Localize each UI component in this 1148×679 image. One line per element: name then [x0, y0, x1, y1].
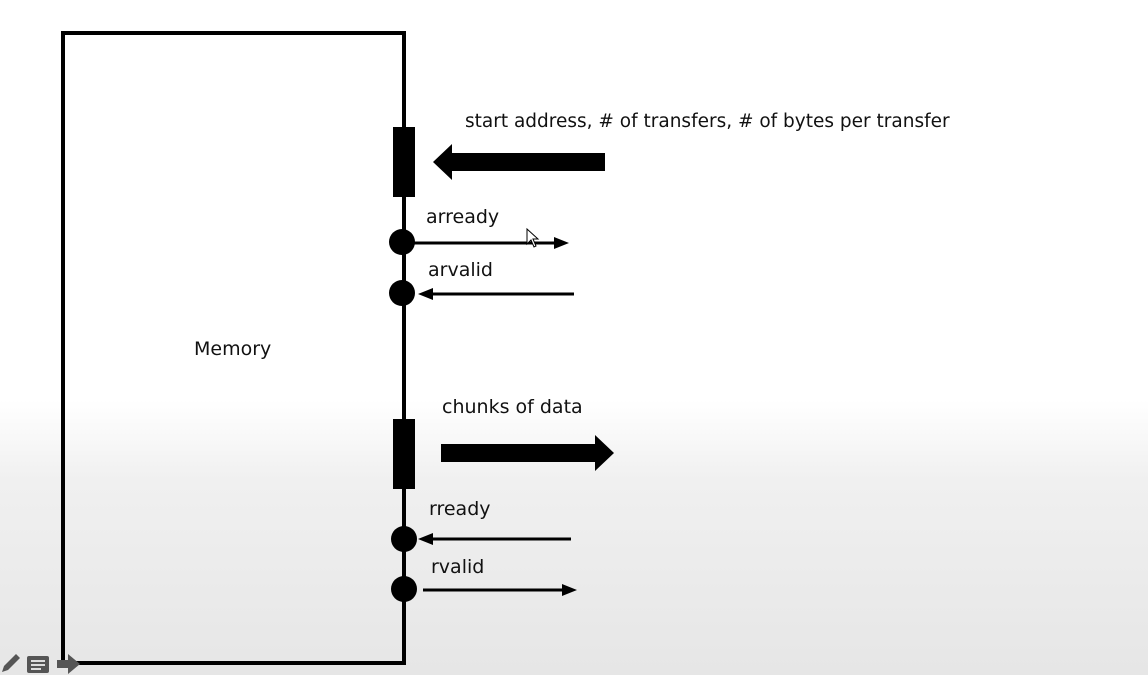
rready-port: [391, 526, 417, 552]
arvalid-arrow-head: [418, 288, 433, 300]
next-arrow-icon[interactable]: [57, 654, 80, 674]
arready-port: [389, 229, 415, 255]
arready-label: arready: [426, 206, 500, 228]
rvalid-label: rvalid: [431, 556, 485, 578]
address-arrow: [433, 144, 605, 180]
address-channel-label: start address, # of transfers, # of byte…: [465, 111, 950, 132]
mouse-cursor-icon: [526, 227, 540, 248]
rvalid-port: [391, 576, 417, 602]
memory-block: [61, 31, 406, 665]
slide-toolbar: [0, 650, 90, 675]
data-arrow: [441, 435, 614, 471]
arvalid-label: arvalid: [428, 259, 493, 281]
data-channel-label: chunks of data: [442, 396, 583, 418]
arready-arrow-head: [554, 237, 569, 249]
rvalid-arrow-head: [562, 584, 577, 596]
rready-label: rready: [429, 498, 491, 520]
pencil-icon[interactable]: [2, 654, 20, 672]
data-port: [393, 419, 415, 489]
rready-arrow-head: [418, 533, 433, 545]
arvalid-port: [389, 280, 415, 306]
address-port: [393, 127, 415, 197]
notes-icon[interactable]: [27, 656, 49, 673]
memory-label: Memory: [194, 338, 272, 360]
